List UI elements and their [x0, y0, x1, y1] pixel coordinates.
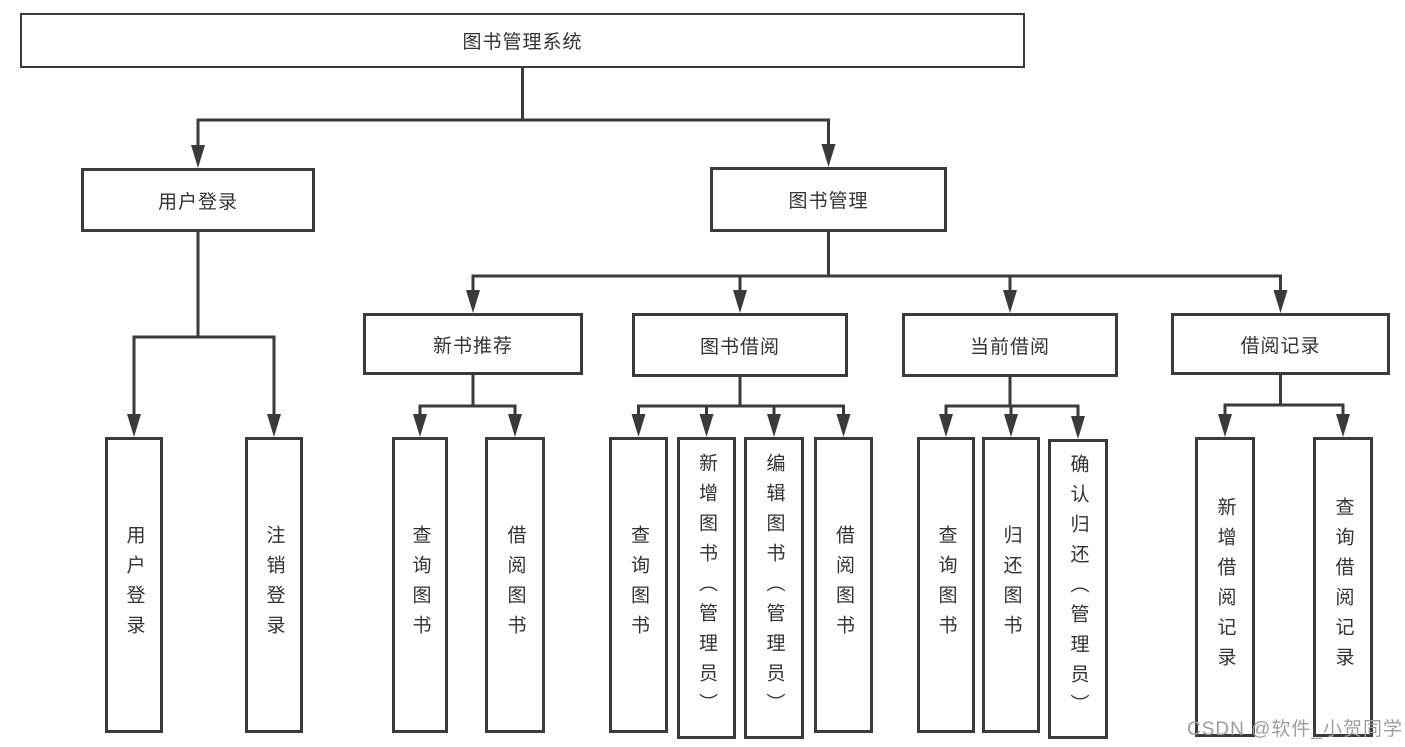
node-book-borrow: 图书借阅 [632, 313, 848, 377]
node-cb-return: 归还图书 [982, 437, 1040, 733]
arrowhead [939, 414, 953, 437]
edge-current-borrow [939, 375, 1085, 439]
arrowhead [631, 414, 646, 437]
node-label-bb-borrow: 借阅图书 [833, 525, 854, 645]
edge-user-login [127, 230, 281, 437]
node-label-ul-login: 用户登录 [123, 525, 145, 645]
arrowhead [1004, 414, 1018, 437]
node-label-br-add: 新增借阅记录 [1214, 497, 1236, 677]
node-label-book-mgmt: 图书管理 [788, 191, 869, 212]
node-br-query: 查询借阅记录 [1313, 437, 1373, 737]
node-label-bb-add: 新增图书（管理员） [696, 453, 717, 723]
node-new-book-rec: 新书推荐 [363, 313, 583, 375]
edge-new-book-rec [413, 373, 522, 437]
node-book-mgmt: 图书管理 [710, 167, 947, 232]
node-label-book-borrow: 图书借阅 [699, 336, 780, 358]
arrowhead [1273, 290, 1288, 313]
node-bb-edit: 编辑图书（管理员） [744, 437, 804, 739]
node-nb-query: 查询图书 [392, 437, 448, 733]
node-user-login: 用户登录 [81, 168, 315, 232]
node-root: 图书管理系统 [20, 13, 1025, 68]
arrowhead [413, 414, 427, 437]
node-label-current-borrow: 当前借阅 [969, 336, 1050, 358]
node-label-root: 图书管理系统 [462, 32, 583, 53]
arrowhead [191, 145, 205, 168]
node-label-bb-query: 查询图书 [628, 525, 649, 645]
arrowhead [1003, 290, 1017, 313]
node-current-borrow: 当前借阅 [902, 313, 1118, 377]
edge-book-borrow [631, 375, 851, 437]
arrowhead [767, 414, 781, 437]
edge-root [191, 66, 836, 168]
edge-borrow-records [1218, 373, 1350, 437]
arrowhead [1071, 416, 1085, 439]
arrowhead [127, 414, 141, 437]
node-bb-query: 查询图书 [609, 437, 668, 733]
arrowhead [836, 414, 851, 437]
arrowhead [733, 290, 747, 313]
node-label-cb-query: 查询图书 [935, 525, 957, 645]
node-ul-logout: 注销登录 [245, 437, 303, 733]
node-bb-borrow: 借阅图书 [814, 437, 873, 733]
node-label-new-book-rec: 新书推荐 [432, 335, 513, 357]
node-cb-query: 查询图书 [917, 437, 975, 733]
arrowhead [1336, 414, 1350, 437]
node-nb-borrow: 借阅图书 [485, 437, 545, 733]
arrowhead [1218, 414, 1232, 437]
node-label-nb-borrow: 借阅图书 [504, 525, 526, 645]
node-label-bb-edit: 编辑图书（管理员） [763, 453, 785, 723]
node-cb-confirm: 确认归还（管理员） [1048, 439, 1108, 739]
node-label-cb-confirm: 确认归还（管理员） [1067, 454, 1089, 724]
arrowhead [508, 414, 522, 437]
edge-book-mgmt [466, 230, 1288, 313]
node-ul-login: 用户登录 [105, 437, 163, 733]
node-label-ul-logout: 注销登录 [263, 525, 285, 645]
node-label-nb-query: 查询图书 [409, 525, 431, 645]
node-borrow-records: 借阅记录 [1171, 313, 1390, 375]
node-label-br-query: 查询借阅记录 [1332, 497, 1354, 677]
node-bb-add: 新增图书（管理员） [677, 437, 736, 739]
node-label-borrow-records: 借阅记录 [1240, 335, 1321, 357]
node-br-add: 新增借阅记录 [1195, 437, 1255, 737]
arrowhead [699, 414, 714, 437]
node-label-user-login: 用户登录 [157, 191, 238, 213]
arrowhead [267, 414, 281, 437]
arrowhead [821, 144, 836, 167]
node-label-cb-return: 归还图书 [1000, 525, 1022, 645]
arrowhead [466, 290, 480, 313]
watermark: CSDN @软件_小贺同学 [1187, 719, 1403, 740]
